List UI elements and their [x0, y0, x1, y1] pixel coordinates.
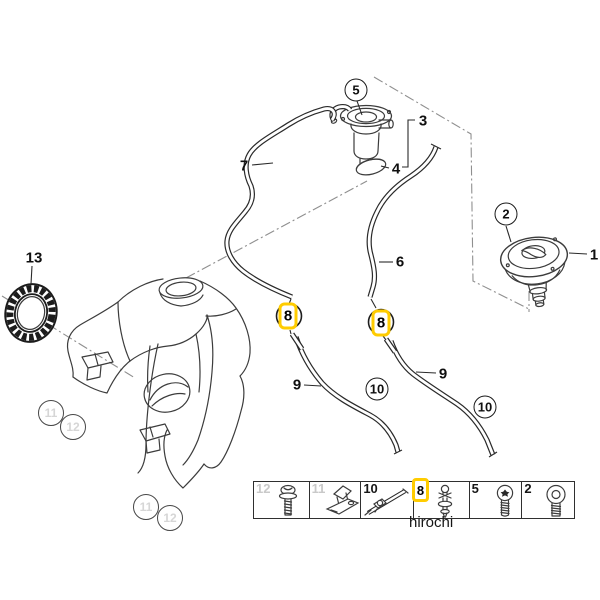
fastener-legend-strip: 12 11 10	[253, 478, 575, 519]
callout-4: 4	[391, 160, 401, 178]
legend-number-10: 10	[363, 481, 378, 496]
connector-valve-icon	[437, 484, 453, 518]
legend-number-2: 2	[524, 481, 532, 496]
callout-7: 7	[239, 157, 249, 175]
highlighted-callout-8-left: 8	[278, 302, 298, 330]
hose-drawings	[224, 106, 498, 458]
callout-3: 3	[418, 112, 428, 130]
callout-9-right: 9	[438, 365, 448, 383]
legend-cell-11: 11	[310, 481, 362, 518]
fuel-pump-drawing	[329, 104, 394, 176]
legend-number-12: 12	[256, 481, 271, 496]
callout-1: 1	[589, 246, 599, 264]
legend-cell-8: 8	[412, 478, 470, 518]
callout-2-circle: 2	[494, 202, 518, 226]
callout-10-circle-left: 10	[365, 377, 389, 401]
callout-5-circle: 5	[344, 78, 368, 102]
assembly-axis-lines	[1, 76, 530, 379]
legend-cell-2: 2	[522, 481, 574, 518]
fuel-tank-drawing	[66, 277, 251, 489]
torx-screw-icon	[496, 484, 513, 517]
clamp-bracket-icon	[325, 485, 360, 515]
leader-lines	[30, 100, 588, 387]
legend-cell-10: 10	[361, 481, 414, 518]
watermark-text: hirochi	[409, 514, 454, 531]
legend-cell-5: 5	[470, 481, 523, 518]
callout-9-left: 9	[292, 376, 302, 394]
highlighted-callout-8-right: 8	[371, 309, 391, 337]
legend-number-5: 5	[471, 481, 479, 496]
fuel-cap-drawing	[499, 236, 569, 308]
lock-ring-drawing	[4, 283, 58, 343]
callout-6: 6	[395, 253, 405, 271]
callout-10-circle-right: 10	[473, 395, 497, 419]
socket-screw-icon	[546, 484, 566, 517]
flange-bolt-icon	[278, 484, 298, 516]
fuel-line-icon	[364, 488, 409, 516]
legend-number-11: 11	[311, 481, 326, 496]
callout-13: 13	[25, 249, 43, 267]
callout-12-ghost-b: 12	[157, 505, 183, 531]
legend-cell-12: 12	[254, 481, 310, 518]
callout-11-ghost-b: 11	[133, 494, 159, 520]
callout-12-ghost-a: 12	[60, 414, 86, 440]
legend-number-8-highlighted: 8	[412, 478, 429, 502]
callout-11-ghost-a: 11	[38, 400, 64, 426]
